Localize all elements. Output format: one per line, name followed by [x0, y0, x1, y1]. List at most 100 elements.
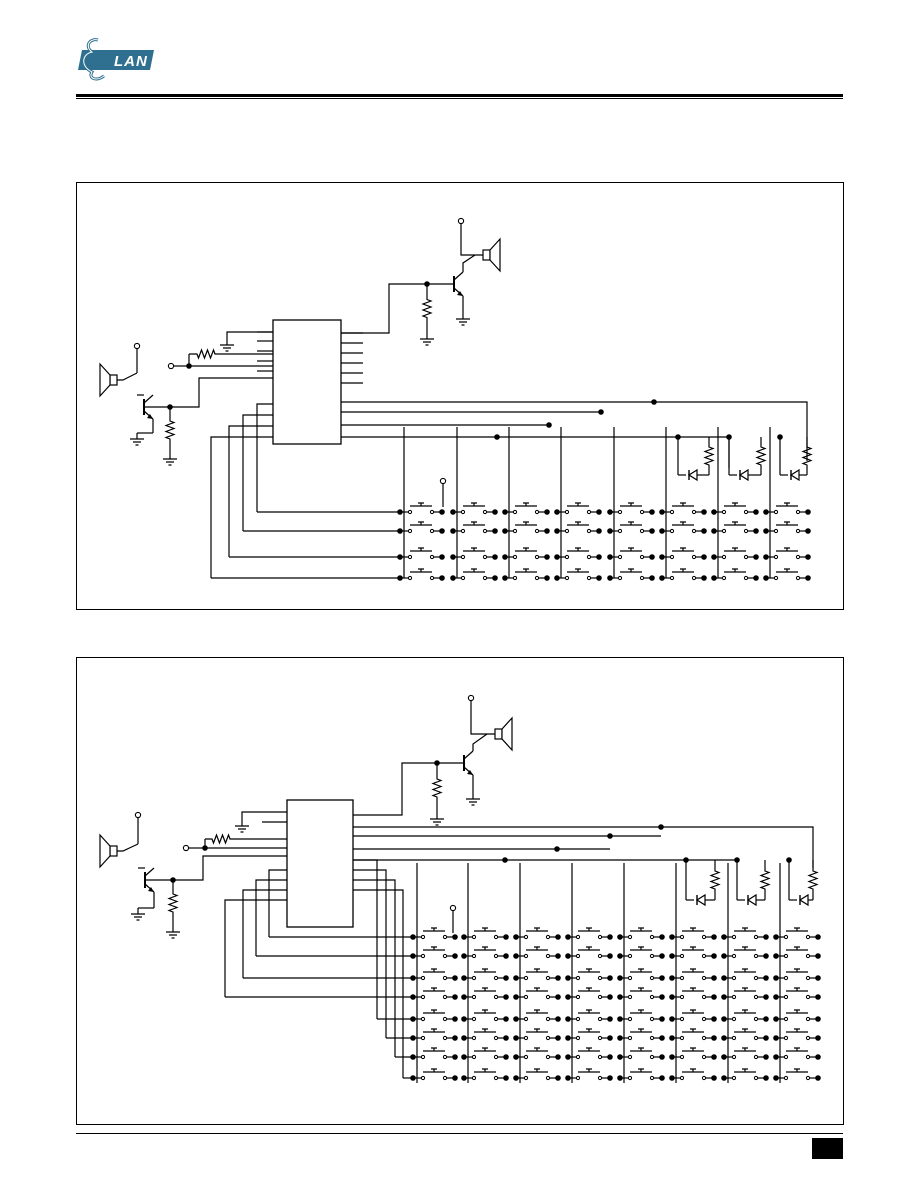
push-switch-icon [463, 568, 485, 573]
header-rule [76, 94, 843, 97]
switch-contact [617, 554, 623, 560]
ground-symbol [131, 913, 145, 921]
junction-dot [503, 1075, 509, 1081]
junction-dot [815, 994, 821, 1000]
switch-contact [783, 975, 789, 981]
push-switch-icon [474, 946, 496, 951]
junction-dot [565, 994, 571, 1000]
wire [341, 283, 427, 334]
push-switch-icon [567, 502, 589, 507]
switch-contact [701, 934, 707, 940]
switch-contact [679, 934, 685, 940]
switch-contact [731, 975, 737, 981]
push-switch-icon [526, 1068, 548, 1073]
push-switch-icon [526, 1047, 548, 1052]
switch-contact [743, 554, 749, 560]
junction-dot [659, 953, 665, 959]
switch-contact [575, 953, 581, 959]
junction-dot [439, 528, 445, 534]
switch-contact [679, 1035, 685, 1041]
switch-contact [627, 1054, 633, 1060]
switch-contact [783, 994, 789, 1000]
resistor [421, 284, 433, 333]
switch-contact [534, 575, 540, 581]
diode-icon [738, 468, 749, 482]
push-switch-icon [423, 1028, 445, 1033]
switch-contact [753, 953, 759, 959]
switch-contact [460, 554, 466, 560]
junction-dot [721, 934, 727, 940]
junction-dot [397, 528, 403, 534]
speaker-cone [501, 716, 513, 752]
push-switch-icon [724, 568, 746, 573]
switch-contact [649, 994, 655, 1000]
switch-contact [691, 575, 697, 581]
switch-contact [731, 994, 737, 1000]
switch-contact [701, 975, 707, 981]
junction-dot [554, 554, 560, 560]
junction-dot [513, 1035, 519, 1041]
junction-dot [805, 554, 811, 560]
switch-contact [805, 953, 811, 959]
switch-contact [534, 528, 540, 534]
switch-contact [420, 975, 426, 981]
switch-contact [743, 528, 749, 534]
switch-contact [805, 994, 811, 1000]
wire [241, 811, 287, 820]
junction-dot [439, 575, 445, 581]
junction-dot [410, 1054, 416, 1060]
supply-terminal [133, 342, 141, 350]
push-switch-icon [515, 521, 537, 526]
junction-dot [502, 509, 508, 515]
push-switch-icon [578, 968, 600, 973]
ground-symbol [466, 798, 480, 806]
junction-dot [659, 1035, 665, 1041]
junction-dot [554, 846, 560, 852]
junction-dot [815, 1035, 821, 1041]
junction-dot [596, 509, 602, 515]
switch-contact [597, 1054, 603, 1060]
push-switch-icon [786, 1068, 808, 1073]
switch-contact [471, 975, 477, 981]
switch-contact [753, 1016, 759, 1022]
junction-dot [607, 975, 613, 981]
junction-dot [773, 934, 779, 940]
footer-rule [76, 1133, 843, 1134]
switch-contact [512, 554, 518, 560]
speaker-icon [109, 374, 118, 386]
junction-dot [773, 994, 779, 1000]
switch-contact [442, 994, 448, 1000]
switch-contact [420, 953, 426, 959]
switch-contact [442, 953, 448, 959]
junction-dot [805, 509, 811, 515]
junction-dot [649, 528, 655, 534]
junction-dot [544, 554, 550, 560]
push-switch-icon [682, 1068, 704, 1073]
push-switch-icon [682, 927, 704, 932]
switch-contact [545, 953, 551, 959]
junction-dot [659, 975, 665, 981]
switch-contact [493, 1054, 499, 1060]
switch-contact [471, 1075, 477, 1081]
switch-contact [639, 509, 645, 515]
junction-dot [410, 1075, 416, 1081]
junction-dot [410, 994, 416, 1000]
ground-symbol [430, 818, 444, 826]
diode-icon [695, 893, 706, 907]
switch-contact [701, 1075, 707, 1081]
supply-terminal [457, 217, 465, 225]
row-line [228, 425, 273, 557]
switch-contact [564, 554, 570, 560]
switch-contact [597, 1075, 603, 1081]
push-switch-icon [578, 1068, 600, 1073]
junction-dot [439, 509, 445, 515]
push-switch-icon [682, 987, 704, 992]
junction-dot [513, 1016, 519, 1022]
junction-dot [815, 1054, 821, 1060]
speaker-icon [482, 249, 491, 261]
switch-contact [545, 975, 551, 981]
switch-contact [493, 953, 499, 959]
switch-contact [679, 1054, 685, 1060]
junction-dot [701, 509, 707, 515]
junction-dot [607, 1035, 613, 1041]
